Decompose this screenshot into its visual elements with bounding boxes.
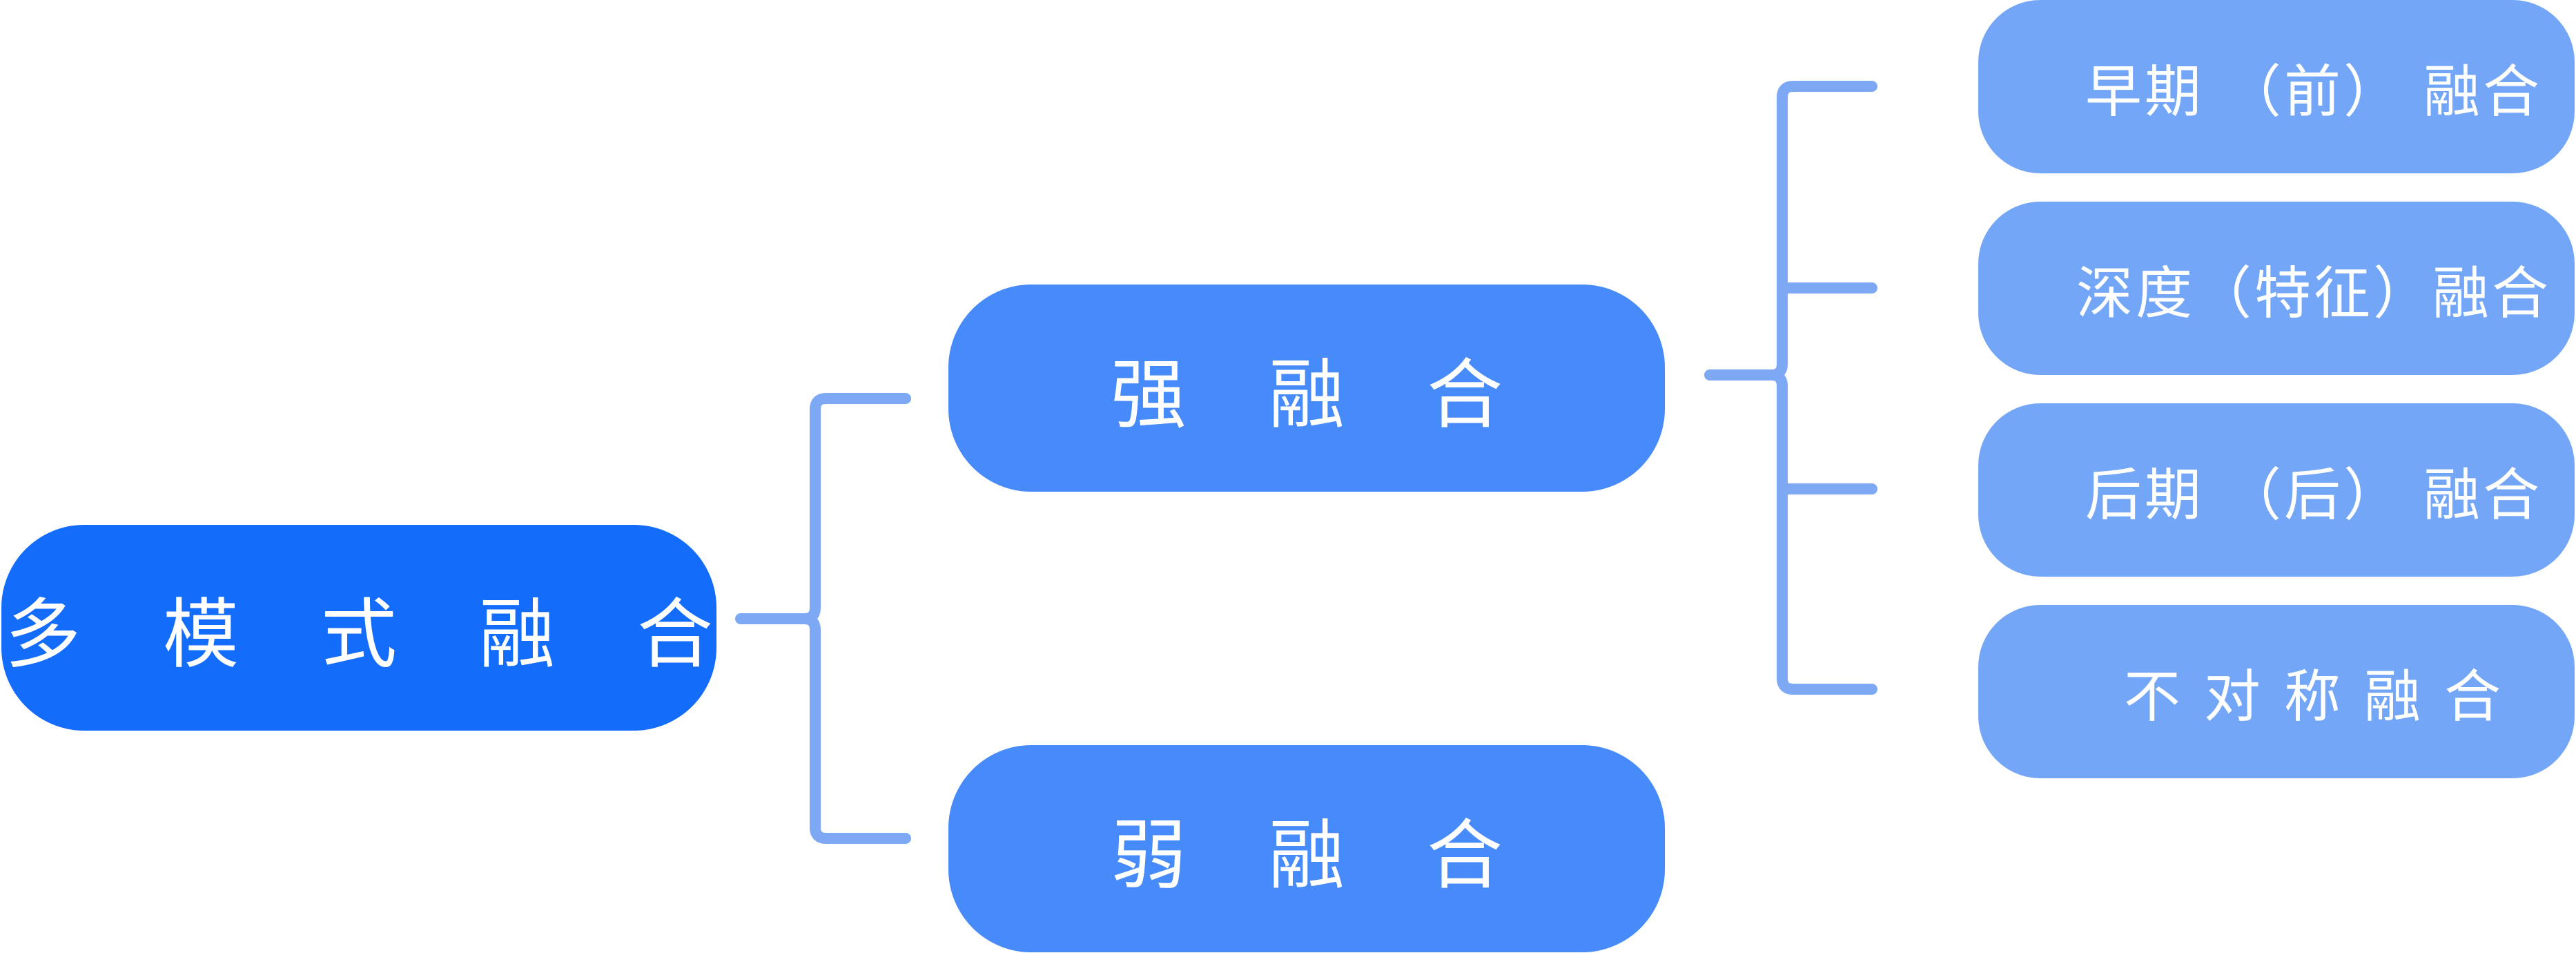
leaf-node-late-fusion: 后期 （后） 融合 — [1978, 403, 2575, 577]
branch-node-label: 弱 融 合 — [1111, 811, 1532, 900]
root-to-branches-connector — [735, 393, 911, 844]
branch-node-weak-fusion: 弱 融 合 — [948, 745, 1665, 952]
leaf-node-early-fusion: 早期 （前） 融合 — [1978, 0, 2575, 173]
leaf-node-label: 早期 （前） 融合 — [2085, 59, 2543, 125]
strong-to-leaves-connector — [1704, 81, 1877, 695]
leaf-node-deep-feature-fusion: 深度（特征）融合 — [1978, 202, 2575, 375]
leaf-node-asymmetric-fusion: 不 对 称 融 合 — [1978, 605, 2575, 778]
leaf-node-label: 后期 （后） 融合 — [2085, 463, 2543, 528]
leaf-node-label: 不 对 称 融 合 — [2123, 664, 2504, 730]
branch-node-label: 强 融 合 — [1111, 351, 1532, 439]
leaf-node-label: 深度（特征）融合 — [2076, 261, 2551, 327]
root-node-label: 多 模 式 融 合 — [5, 590, 742, 679]
root-node-multimodal-fusion: 多 模 式 融 合 — [1, 525, 716, 731]
branch-node-strong-fusion: 强 融 合 — [948, 285, 1665, 492]
